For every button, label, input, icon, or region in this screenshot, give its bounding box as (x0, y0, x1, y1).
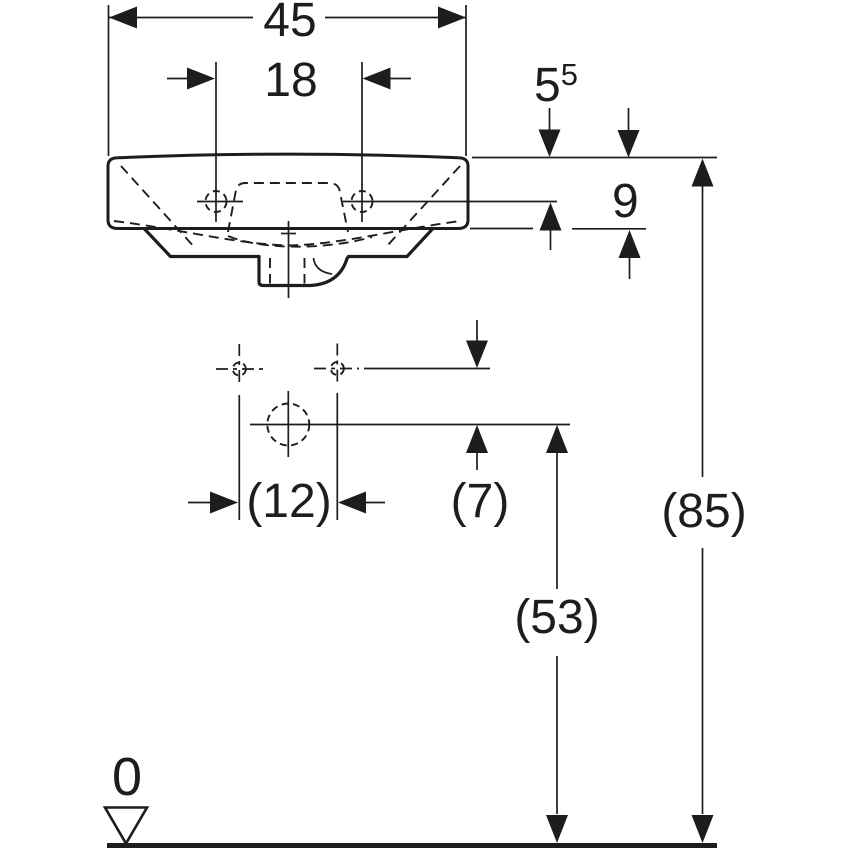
floor-datum-label: 0 (112, 747, 142, 807)
dimension-tap-hole-spacing: 18 (167, 54, 411, 107)
rim-to-tap-offset-superscript: 5 (561, 57, 578, 92)
tap-hole-left (197, 62, 243, 222)
basin-outer-shell (106, 152, 470, 230)
dimension-fixing-hole-spacing: (12) (188, 393, 385, 528)
tap-hole-spacing-label: 18 (264, 54, 317, 107)
dimension-floor-to-drain: (53) (514, 425, 600, 843)
deck-hidden-outline (227, 182, 349, 233)
arrowhead-right-icon (362, 67, 391, 90)
basin-apron-and-trap-outline (143, 227, 434, 288)
arrowhead-left-icon (109, 6, 137, 29)
floor-to-rim-label: (85) (661, 485, 746, 538)
fixing-hole-right-circle (329, 361, 345, 376)
fixing-hole-spacing-label: (12) (246, 475, 331, 528)
arrowhead-up-icon (539, 202, 562, 231)
arrowhead-right-icon (338, 491, 366, 514)
dimension-rim-to-tap-offset: 55 (534, 57, 578, 250)
basin-front-view (106, 62, 557, 298)
fixing-hole-left (216, 344, 263, 386)
datum-triangle-icon (102, 806, 150, 847)
bowl-bottom-hidden-curve (227, 235, 373, 248)
bowl-hidden-right-diagonal (386, 165, 461, 247)
floor-reference: 0 (102, 747, 717, 848)
bowl-rim-hidden-curve (113, 220, 462, 247)
tap-hole-right (343, 62, 557, 222)
arrowhead-left-icon (187, 67, 215, 90)
fixing-hole-right (314, 343, 359, 386)
tap-hole-right-circle (350, 190, 374, 213)
dimension-fixing-to-drain: (7) (451, 320, 510, 528)
arrowhead-right-icon (438, 6, 466, 29)
arrowhead-down-icon (546, 815, 568, 843)
arrowhead-up-icon (546, 425, 568, 453)
arrowhead-down-icon (538, 129, 561, 157)
arrowhead-left-icon (210, 491, 238, 514)
dimension-floor-to-rim: (85) (661, 158, 747, 843)
arrowhead-down-icon (617, 130, 640, 158)
bowl-hidden-left-diagonal (120, 165, 197, 250)
dimension-overall-width: 45 (107, 0, 467, 156)
rim-to-tap-offset-label: 55 (534, 57, 578, 112)
fixing-to-drain-label: (7) (451, 475, 510, 528)
rim-to-tap-offset-main: 5 (534, 59, 561, 112)
arrowhead-down-icon (466, 340, 488, 368)
fixing-hole-left-circle (231, 361, 247, 377)
arrowhead-up-icon (691, 158, 714, 187)
tap-hole-left-circle (204, 190, 228, 213)
overall-width-label: 45 (263, 0, 316, 47)
arrowhead-down-icon (691, 815, 714, 843)
rim-to-body-bottom-label: 9 (612, 175, 639, 228)
trap-inner-edge (312, 257, 333, 275)
arrowhead-up-icon (618, 230, 641, 258)
dimension-rim-to-body-bottom: 9 (612, 108, 641, 279)
floor-to-drain-label: (53) (514, 591, 599, 644)
arrowhead-up-icon (466, 425, 488, 453)
